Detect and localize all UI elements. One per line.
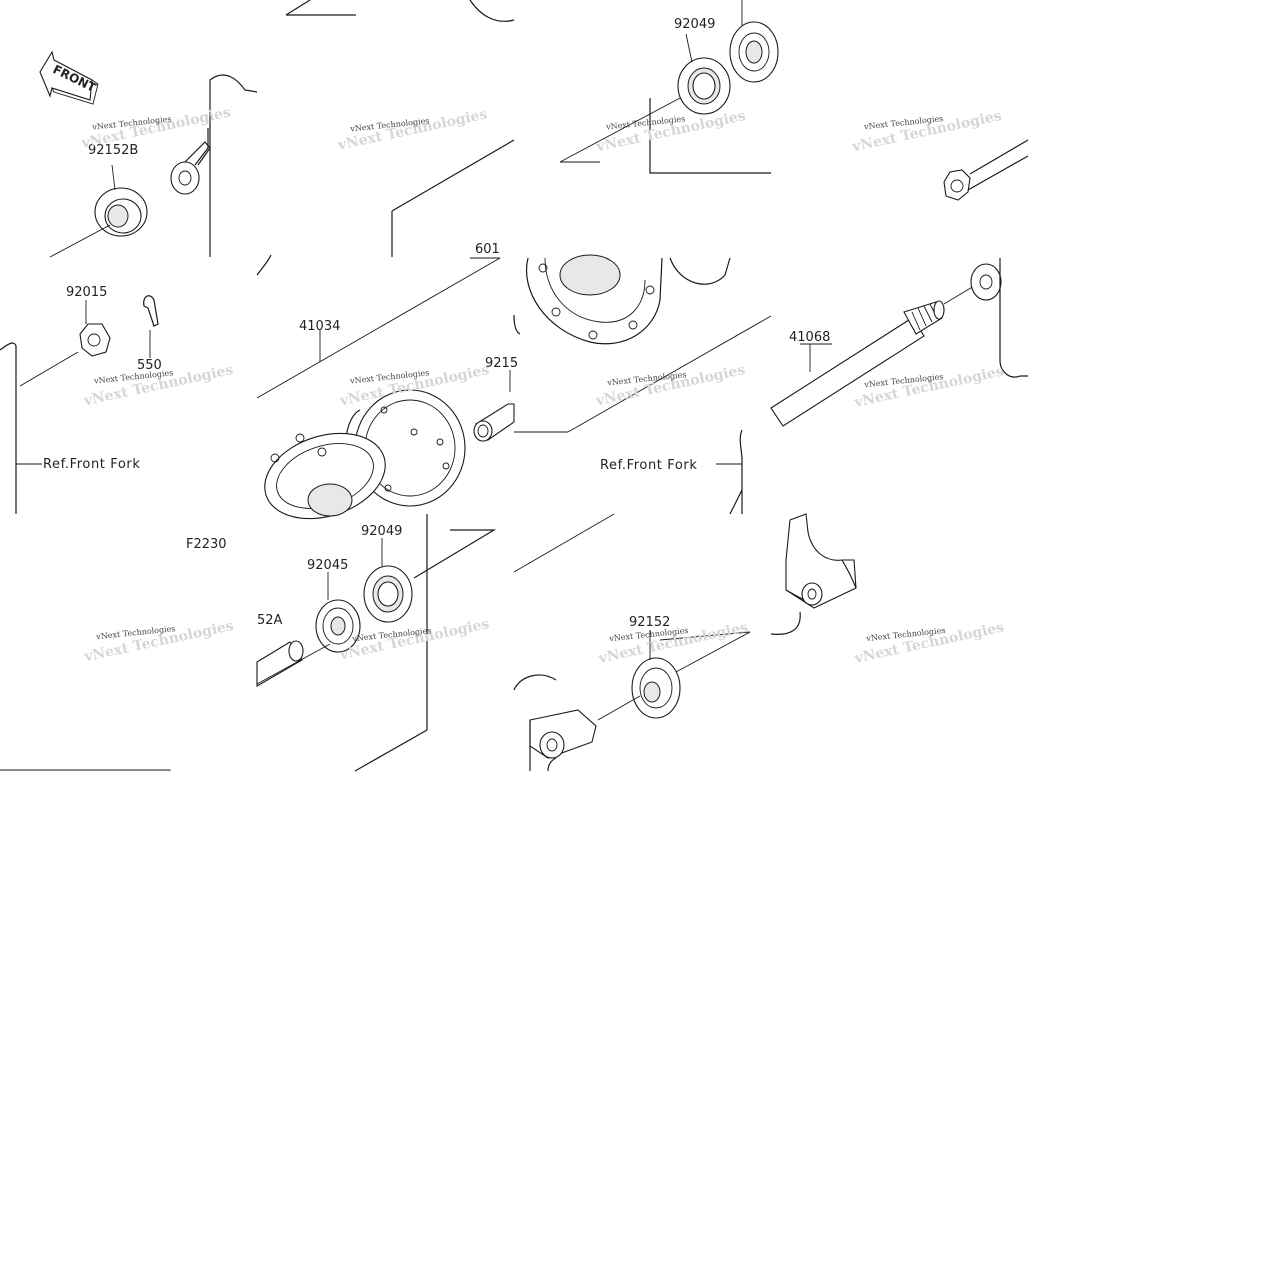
front-arrow-icon: FRONT	[39, 50, 99, 105]
fork-leg-lower-icon	[513, 674, 597, 772]
cotter-pin-550-icon	[143, 295, 159, 327]
part-label-41034: 41034	[299, 319, 340, 334]
part-label-550: 550	[137, 358, 162, 373]
nut-92015-icon	[79, 323, 111, 357]
part-label-41068: 41068	[789, 330, 830, 345]
part-label-9215: 9215	[485, 356, 518, 371]
bearing-top-right-icon	[729, 21, 779, 83]
washer-92152-icon	[631, 657, 681, 719]
part-label-92045: 92045	[307, 558, 348, 573]
seal-92049-bottom-icon	[363, 565, 413, 623]
spacer-52a-icon	[256, 640, 304, 687]
hub-rear-flange-icon	[526, 254, 731, 345]
part-label-92015: 92015	[66, 285, 107, 300]
washer-92152b-icon	[94, 187, 148, 237]
wheel-hub-icon	[264, 389, 466, 520]
ref-front-fork-right: Ref.Front Fork	[600, 458, 697, 473]
part-label-52a: 52A	[257, 613, 283, 628]
part-label-92049-top: 92049	[674, 17, 715, 32]
fork-bracket-right-icon	[785, 513, 857, 609]
axle-nut-icon	[943, 169, 971, 201]
spacer-9215-icon	[473, 403, 515, 442]
part-label-92152: 92152	[629, 615, 670, 630]
part-label-92152b: 92152B	[88, 143, 138, 158]
diagram-code: F2230	[186, 537, 227, 552]
seal-92049-top-icon	[677, 57, 731, 115]
part-label-92049-bottom: 92049	[361, 524, 402, 539]
axle-41068-icon	[770, 300, 945, 427]
watermark-group: vNext Technologies vNext Technologies vN…	[79, 104, 1005, 667]
part-label-601: 601	[475, 242, 500, 257]
bearing-92045-icon	[315, 599, 361, 653]
ref-front-fork-left: Ref.Front Fork	[43, 457, 140, 472]
fork-leg-upper-left	[170, 74, 258, 257]
fork-leg-right-icon	[970, 258, 1028, 378]
